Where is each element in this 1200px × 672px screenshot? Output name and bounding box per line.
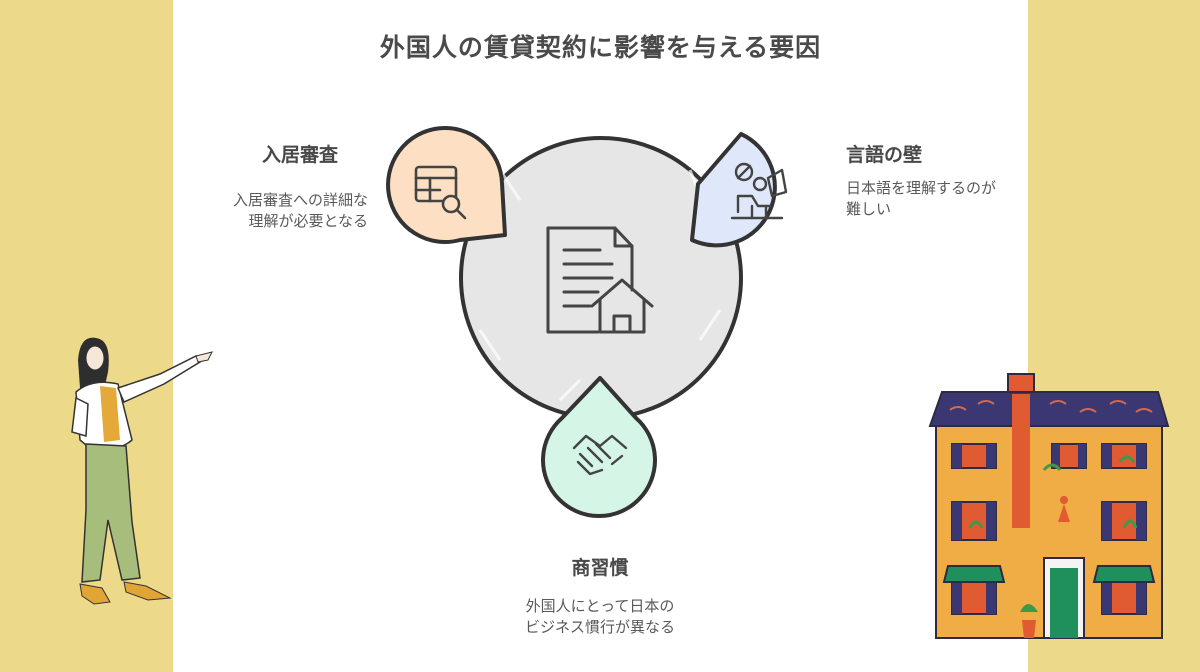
woman-pointing-illustration bbox=[71, 337, 213, 605]
factor-left-heading: 入居審査 bbox=[262, 144, 339, 166]
factor-right-desc-line1: 日本語を理解するのが bbox=[846, 179, 997, 197]
factor-left-desc-line2: 理解が必要となる bbox=[248, 212, 368, 230]
factor-right-heading: 言語の壁 bbox=[846, 144, 923, 166]
factor-right-description: 日本語を理解するのが 難しい bbox=[846, 178, 1026, 220]
factor-bottom-desc-line1: 外国人にとって日本の bbox=[525, 597, 675, 615]
factor-left-description: 入居審査への詳細な 理解が必要となる bbox=[180, 190, 368, 232]
factor-bottom-desc-line2: ビジネス慣行が異なる bbox=[524, 618, 675, 636]
language-barrier-icon bbox=[730, 162, 788, 220]
handshake-icon bbox=[572, 434, 628, 476]
factor-bottom-heading: 商習慣 bbox=[571, 557, 629, 579]
rental-document-house-icon bbox=[546, 226, 654, 334]
document-search-icon bbox=[414, 165, 467, 220]
factor-left-pin[interactable] bbox=[386, 126, 507, 244]
diagram-title: 外国人の賃貸契約に影響を与える要因 bbox=[379, 33, 822, 62]
factor-left-desc-line1: 入居審査への詳細な bbox=[232, 191, 368, 209]
apartment-building-illustration bbox=[928, 373, 1170, 639]
factor-right-desc-line2: 難しい bbox=[846, 200, 892, 218]
factor-bottom-description: 外国人にとって日本の ビジネス慣行が異なる bbox=[470, 596, 730, 638]
